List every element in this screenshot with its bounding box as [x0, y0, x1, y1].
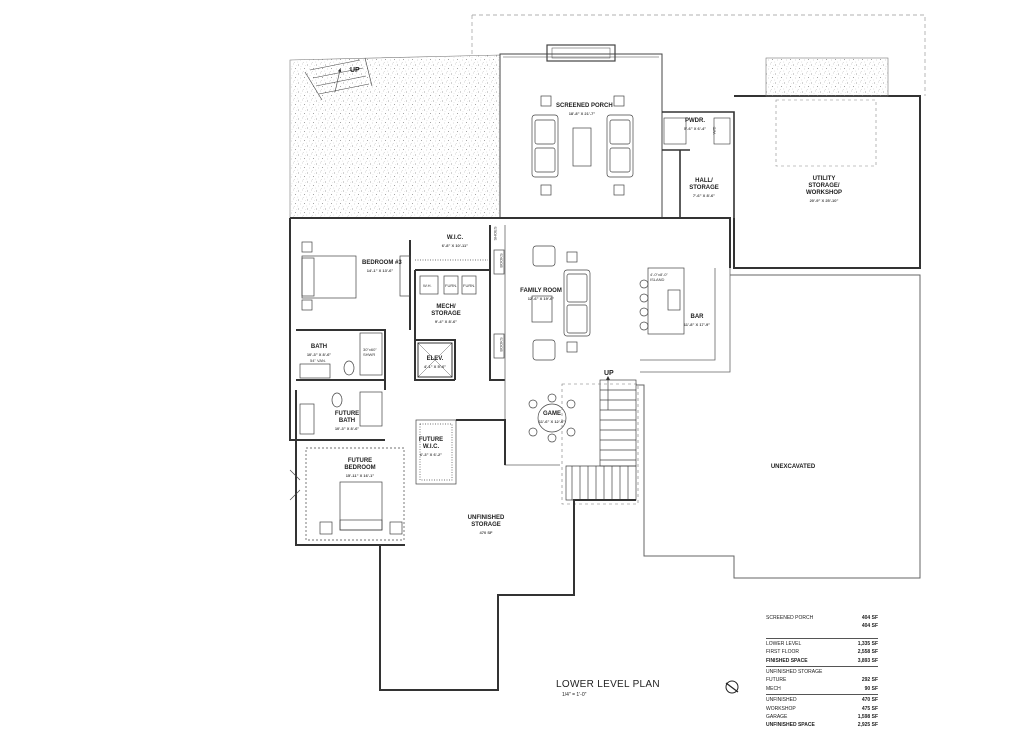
bath-fixtures	[299, 332, 383, 435]
plan-title: LOWER LEVEL PLAN	[556, 679, 660, 690]
wd-label: W/D	[711, 126, 717, 135]
room-bar: BAR 11'-8" x 17'-9"	[683, 314, 711, 327]
room-bedroom3: BEDROOM #3 14'-1" x 13'-6"	[362, 260, 402, 273]
plan-scale: 1/4" = 1'-0"	[562, 692, 587, 698]
unexcavated-outline	[636, 274, 921, 579]
room-bath: BATH 10'-3" x 8'-6"	[306, 344, 332, 357]
wh-label: W.H.	[423, 283, 432, 288]
room-family-room: FAMILY ROOM 12'-6" x 19'-6"	[520, 288, 562, 301]
interior-stair	[565, 375, 637, 501]
shoes-label: SHOES	[492, 226, 498, 241]
pwdr-hall-walls	[662, 111, 735, 218]
up-label-deck: UP	[350, 67, 360, 74]
room-utility-storage: UTILITY STORAGE/ WORKSHOP 20'-9" x 25'-1…	[806, 176, 842, 203]
exterior-stair	[304, 57, 373, 101]
shower-label: 30"x60" SHWR	[363, 347, 377, 357]
screened-porch-walls	[499, 44, 663, 219]
roof-outline	[471, 14, 926, 96]
room-unfinished-storage: UNFINISHED STORAGE 470 SF	[467, 515, 505, 535]
books-label-2: BOOKS	[498, 337, 504, 352]
area-row: UNFINISHED STORAGE	[766, 668, 823, 675]
workshop-garage-door-outline	[765, 57, 889, 97]
furn-label-1: FURN.	[445, 283, 458, 288]
room-hall-storage: HALL/ STORAGE 7'-6" x 8'-6"	[689, 178, 719, 198]
future-bedroom	[289, 419, 457, 541]
room-mech-storage: MECH/ STORAGE 9'-4" x 8'-6"	[431, 304, 461, 324]
family-room-furniture	[493, 245, 591, 361]
room-unexcavated: UNEXCAVATED	[770, 464, 816, 470]
room-future-wic: FUTURE W.I.C. 6'-3" x 6'-2"	[418, 437, 444, 457]
bar-island	[639, 267, 685, 335]
island-label: 4'-0"x8'-0" ISLAND	[650, 272, 668, 282]
elevator-walls	[417, 342, 453, 378]
unfinished-storage-walls	[379, 419, 636, 691]
room-screened-porch: SCREENED PORCH 18'-8" x 21'-7"	[556, 103, 613, 116]
room-game: GAME 11'-6" x 12'-6"	[538, 411, 566, 424]
room-future-bedroom: FUTURE BEDROOM 15'-11" x 16'-1"	[344, 458, 376, 478]
furn-label-2: FURN.	[463, 283, 476, 288]
vanity-label: 54" VAN.	[310, 358, 327, 363]
north-arrow-icon	[725, 680, 739, 694]
bedroom3-furniture	[301, 241, 488, 311]
area-row: 404 SF	[861, 623, 878, 630]
room-elev: ELEV. 4'-1" x 5'-6"	[423, 356, 447, 369]
room-wic: W.I.C. 6'-8" x 10'-11"	[441, 235, 469, 248]
game-table	[528, 393, 576, 443]
porch-furniture	[531, 95, 634, 196]
gravel-patio	[289, 54, 501, 219]
books-label-1: BOOKS	[498, 253, 504, 268]
room-future-bath: FUTURE BATH 10'-3" x 8'-6"	[334, 411, 360, 431]
room-pwdr: PWDR. 5'-6" x 6'-4"	[684, 118, 707, 131]
up-label-stair: UP	[604, 370, 614, 377]
